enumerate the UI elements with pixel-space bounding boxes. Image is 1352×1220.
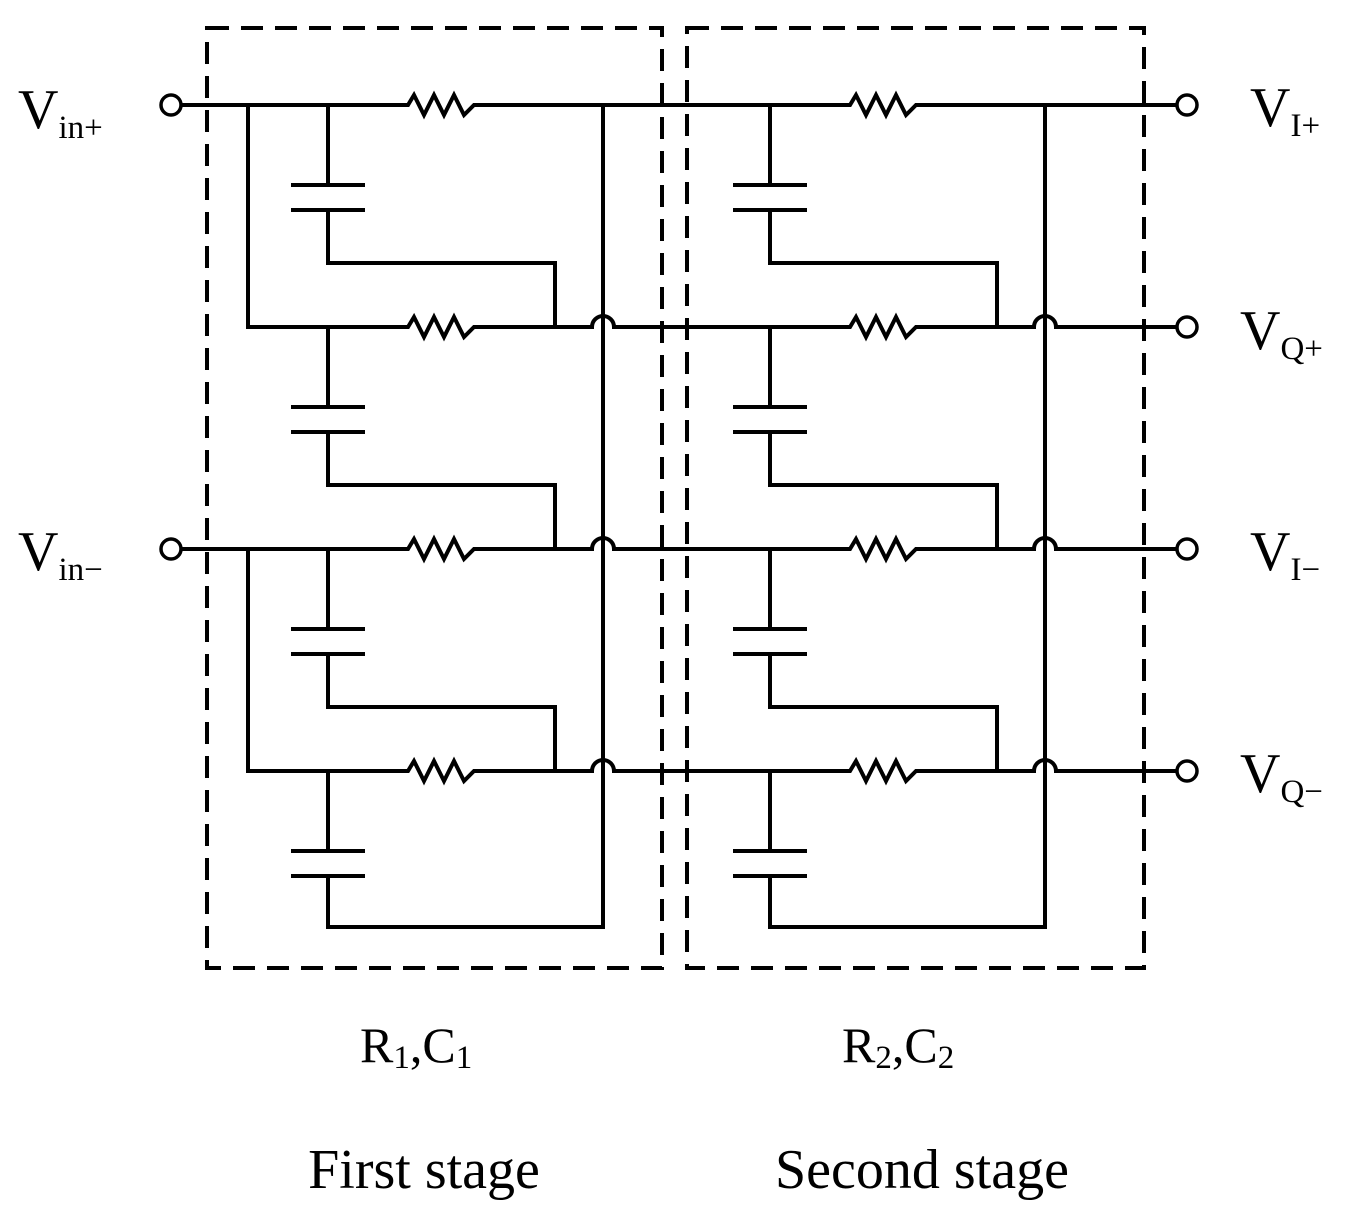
vq-plus-terminal <box>1175 315 1199 339</box>
first-stage-box <box>205 26 664 970</box>
stage-0-cap-3-return <box>326 874 605 929</box>
stage-0-cap-0-crosslink <box>326 208 557 329</box>
vi-minus-label: VI− <box>1250 521 1320 588</box>
vq-minus-terminal <box>1175 759 1199 783</box>
vi-minus-terminal <box>1175 537 1199 561</box>
rail-1-wire <box>246 312 1179 342</box>
vi-plus-label: VI+ <box>1250 77 1320 144</box>
stage-1-cap-2-crosslink <box>768 652 999 773</box>
vin-plus-terminal <box>159 93 183 117</box>
vi-plus-terminal <box>1175 93 1199 117</box>
first-stage-name: First stage <box>308 1139 540 1201</box>
rail-2-wire <box>179 534 1179 564</box>
stage-1-cap-3-return <box>768 874 1047 929</box>
vin-minus-terminal <box>159 537 183 561</box>
stage-1-cap-0-crosslink <box>768 208 999 329</box>
circuit-wiring <box>179 90 1179 929</box>
stage-0-cap-2-crosslink <box>326 652 557 773</box>
rail-3-wire <box>246 756 1179 786</box>
stage-1-cap-1-crosslink <box>768 430 999 551</box>
stage-0-cap-1-crosslink <box>326 430 557 551</box>
first-stage-components-label: R1,C1 <box>360 1017 472 1076</box>
second-stage-name: Second stage <box>775 1139 1069 1201</box>
second-stage-box <box>685 26 1146 970</box>
vq-plus-label: VQ+ <box>1240 300 1323 367</box>
vin-minus-label: Vin− <box>18 521 103 588</box>
vin-plus-label: Vin+ <box>18 79 103 146</box>
second-stage-components-label: R2,C2 <box>842 1017 954 1076</box>
rail-0-wire <box>179 90 1179 120</box>
vq-minus-label: VQ− <box>1240 743 1323 810</box>
